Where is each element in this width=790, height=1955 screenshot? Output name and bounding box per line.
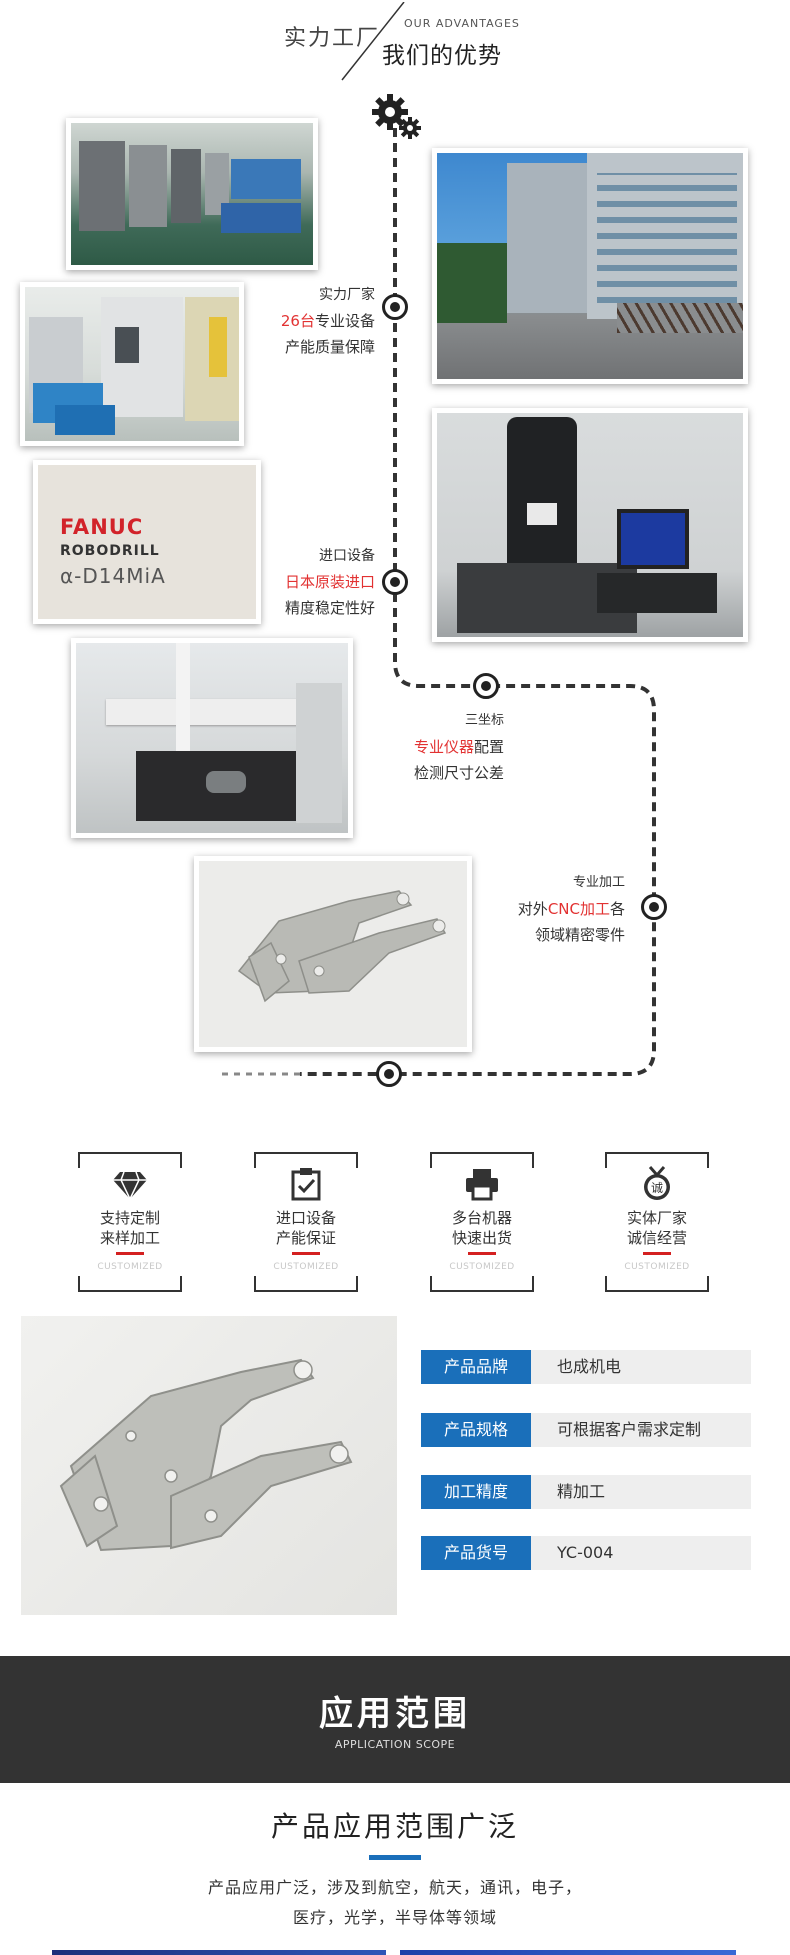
advantage-3-line3: 检测尺寸公差 xyxy=(413,764,504,782)
spec-size-value: 可根据客户需求定制 xyxy=(531,1413,751,1447)
feature-4-line1: 实体厂家 xyxy=(626,1209,687,1227)
spec-item-no-value: YC-004 xyxy=(531,1536,751,1570)
advantage-block-4: 专业加工 对外CNC加工各 领域精密零件 xyxy=(425,870,625,948)
checklist-icon xyxy=(291,1168,321,1201)
header-divider-slash xyxy=(341,2,405,81)
feature-2-line2: 产能保证 xyxy=(275,1229,336,1247)
spec-precision-key: 加工精度 xyxy=(421,1475,531,1509)
advantage-4-line2: 对外CNC加工各 xyxy=(517,900,625,918)
feature-4-accent-bar xyxy=(643,1252,671,1255)
photo-cmm-machine xyxy=(71,638,353,838)
feature-3-en: CUSTOMIZED xyxy=(449,1262,515,1272)
scope-image-right xyxy=(400,1950,736,1955)
photo-workshop-blue-crates xyxy=(20,282,244,446)
advantage-block-2: 进口设备 日本原装进口 精度稳定性好 xyxy=(175,543,375,621)
advantage-4-line1: 专业加工 xyxy=(572,875,625,890)
photo-workshop-machines xyxy=(66,118,318,270)
advantage-2-line2: 日本原装进口 xyxy=(284,573,375,591)
advantage-4-line3: 领域精密零件 xyxy=(534,926,625,944)
advantage-3-line1: 三坐标 xyxy=(464,713,504,728)
feature-imported-equipment: 进口设备 产能保证 CUSTOMIZED xyxy=(254,1152,358,1292)
fanuc-logo-text: FANUC xyxy=(60,515,144,539)
feature-4-en: CUSTOMIZED xyxy=(624,1262,690,1272)
scope-banner: 应用范围 APPLICATION SCOPE xyxy=(0,1656,790,1783)
feature-2-line1: 进口设备 xyxy=(275,1209,336,1227)
timeline-node-4 xyxy=(641,894,667,920)
gears-icon xyxy=(372,94,421,139)
spec-brand-value: 也成机电 xyxy=(531,1350,751,1384)
photo-fanuc-plate: FANUC ROBODRILL α-D14MiA xyxy=(33,460,261,624)
advantage-2-line1: 进口设备 xyxy=(319,548,375,564)
header-title-main: 我们的优势 xyxy=(382,43,502,69)
feature-integrity: 诚 实体厂家 诚信经营 CUSTOMIZED xyxy=(605,1152,709,1292)
spec-item-no-key: 产品货号 xyxy=(421,1536,531,1570)
feature-1-en: CUSTOMIZED xyxy=(97,1262,163,1272)
product-photo xyxy=(21,1316,397,1615)
feature-1-line1: 支持定制 xyxy=(99,1209,160,1227)
feature-3-line1: 多台机器 xyxy=(451,1209,512,1227)
header-title-left: 实力工厂 xyxy=(284,26,381,51)
scope-description-line2: 医疗，光学，半导体等领域 xyxy=(292,1908,497,1927)
medal-char: 诚 xyxy=(651,1181,663,1195)
advantage-2-line3: 精度稳定性好 xyxy=(284,599,375,617)
medal-icon: 诚 xyxy=(644,1166,670,1200)
feature-3-line2: 快速出货 xyxy=(451,1229,512,1247)
printer-icon xyxy=(466,1169,498,1201)
header-subtitle-en: OUR ADVANTAGES xyxy=(404,17,520,30)
scope-banner-subtitle: APPLICATION SCOPE xyxy=(334,1738,456,1751)
timeline-node-2 xyxy=(382,569,408,595)
timeline-node-3 xyxy=(473,673,499,699)
feature-2-en: CUSTOMIZED xyxy=(273,1262,339,1272)
advantage-1-line3: 产能质量保障 xyxy=(284,338,375,356)
feature-4-line2: 诚信经营 xyxy=(626,1229,687,1247)
fanuc-series: α-D14MiA xyxy=(60,564,166,588)
photo-measuring-instrument xyxy=(432,408,748,642)
advantage-1-line1: 实力厂家 xyxy=(319,287,375,303)
fanuc-model-line: ROBODRILL xyxy=(60,543,160,559)
spec-size-key: 产品规格 xyxy=(421,1413,531,1447)
spec-row-size: 产品规格 可根据客户需求定制 xyxy=(421,1413,751,1447)
feature-fast-delivery: 多台机器 快速出货 CUSTOMIZED xyxy=(430,1152,534,1292)
timeline-path xyxy=(222,128,656,1077)
diamond-icon xyxy=(113,1171,147,1201)
feature-2-accent-bar xyxy=(292,1252,320,1255)
advantage-1-line2: 26台专业设备 xyxy=(280,312,375,330)
advantage-block-1: 实力厂家 26台专业设备 产能质量保障 xyxy=(175,282,375,360)
scope-image-left xyxy=(52,1950,386,1955)
spec-row-brand: 产品品牌 也成机电 xyxy=(421,1350,751,1384)
advantage-3-line2: 专业仪器配置 xyxy=(413,738,504,756)
timeline-node-5 xyxy=(376,1061,402,1087)
scope-description-line1: 产品应用广泛，涉及到航空，航天，通讯，电子， xyxy=(207,1878,582,1897)
scope-heading-underline xyxy=(369,1855,421,1860)
spec-row-item-no: 产品货号 YC-004 xyxy=(421,1536,751,1570)
spec-row-precision: 加工精度 精加工 xyxy=(421,1475,751,1509)
advantage-block-3: 三坐标 专业仪器配置 检测尺寸公差 xyxy=(304,708,504,786)
scope-banner-title: 应用范围 xyxy=(319,1694,471,1734)
spec-precision-value: 精加工 xyxy=(531,1475,751,1509)
timeline-node-1 xyxy=(382,294,408,320)
feature-customization: 支持定制 来样加工 CUSTOMIZED xyxy=(78,1152,182,1292)
feature-1-accent-bar xyxy=(116,1252,144,1255)
spec-brand-key: 产品品牌 xyxy=(421,1350,531,1384)
feature-3-accent-bar xyxy=(468,1252,496,1255)
feature-1-line2: 来样加工 xyxy=(99,1229,160,1247)
scope-heading: 产品应用范围广泛 xyxy=(270,1810,519,1843)
photo-factory-building xyxy=(432,148,748,384)
photo-machined-part-small xyxy=(194,856,472,1052)
